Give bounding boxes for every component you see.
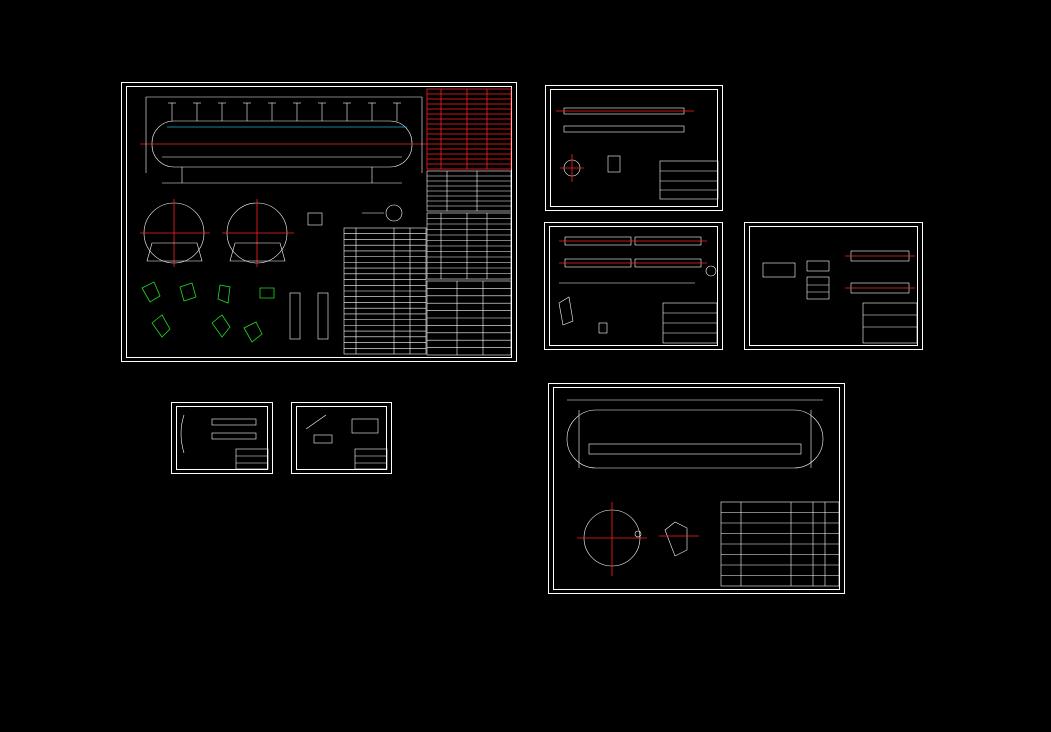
detail-sheet-right[interactable]	[744, 222, 923, 350]
sheet-border	[550, 89, 718, 207]
shell-drawing-sheet[interactable]	[548, 383, 845, 594]
sheet-border	[549, 226, 718, 346]
small-sheet-left[interactable]	[171, 402, 273, 474]
small-sheet-mid-drawing	[305, 414, 388, 470]
small-sheet-mid[interactable]	[291, 402, 392, 474]
sheet-border	[553, 387, 840, 590]
sheet-border	[749, 226, 918, 346]
detail-sheet-top[interactable]	[545, 85, 723, 211]
main-assembly-drawing	[140, 88, 512, 356]
detail-sheet-top-drawing	[556, 107, 719, 200]
sheet-border	[296, 406, 387, 470]
detail-sheet-right-drawing	[762, 250, 918, 344]
small-sheet-left-drawing	[180, 414, 269, 470]
sheet-border	[126, 86, 512, 358]
detail-sheet-middle-drawing	[558, 236, 718, 344]
sheet-border	[176, 406, 268, 470]
shell-drawing	[566, 399, 840, 587]
detail-sheet-middle[interactable]	[544, 222, 723, 350]
main-assembly-drawing-sheet[interactable]	[121, 82, 517, 362]
